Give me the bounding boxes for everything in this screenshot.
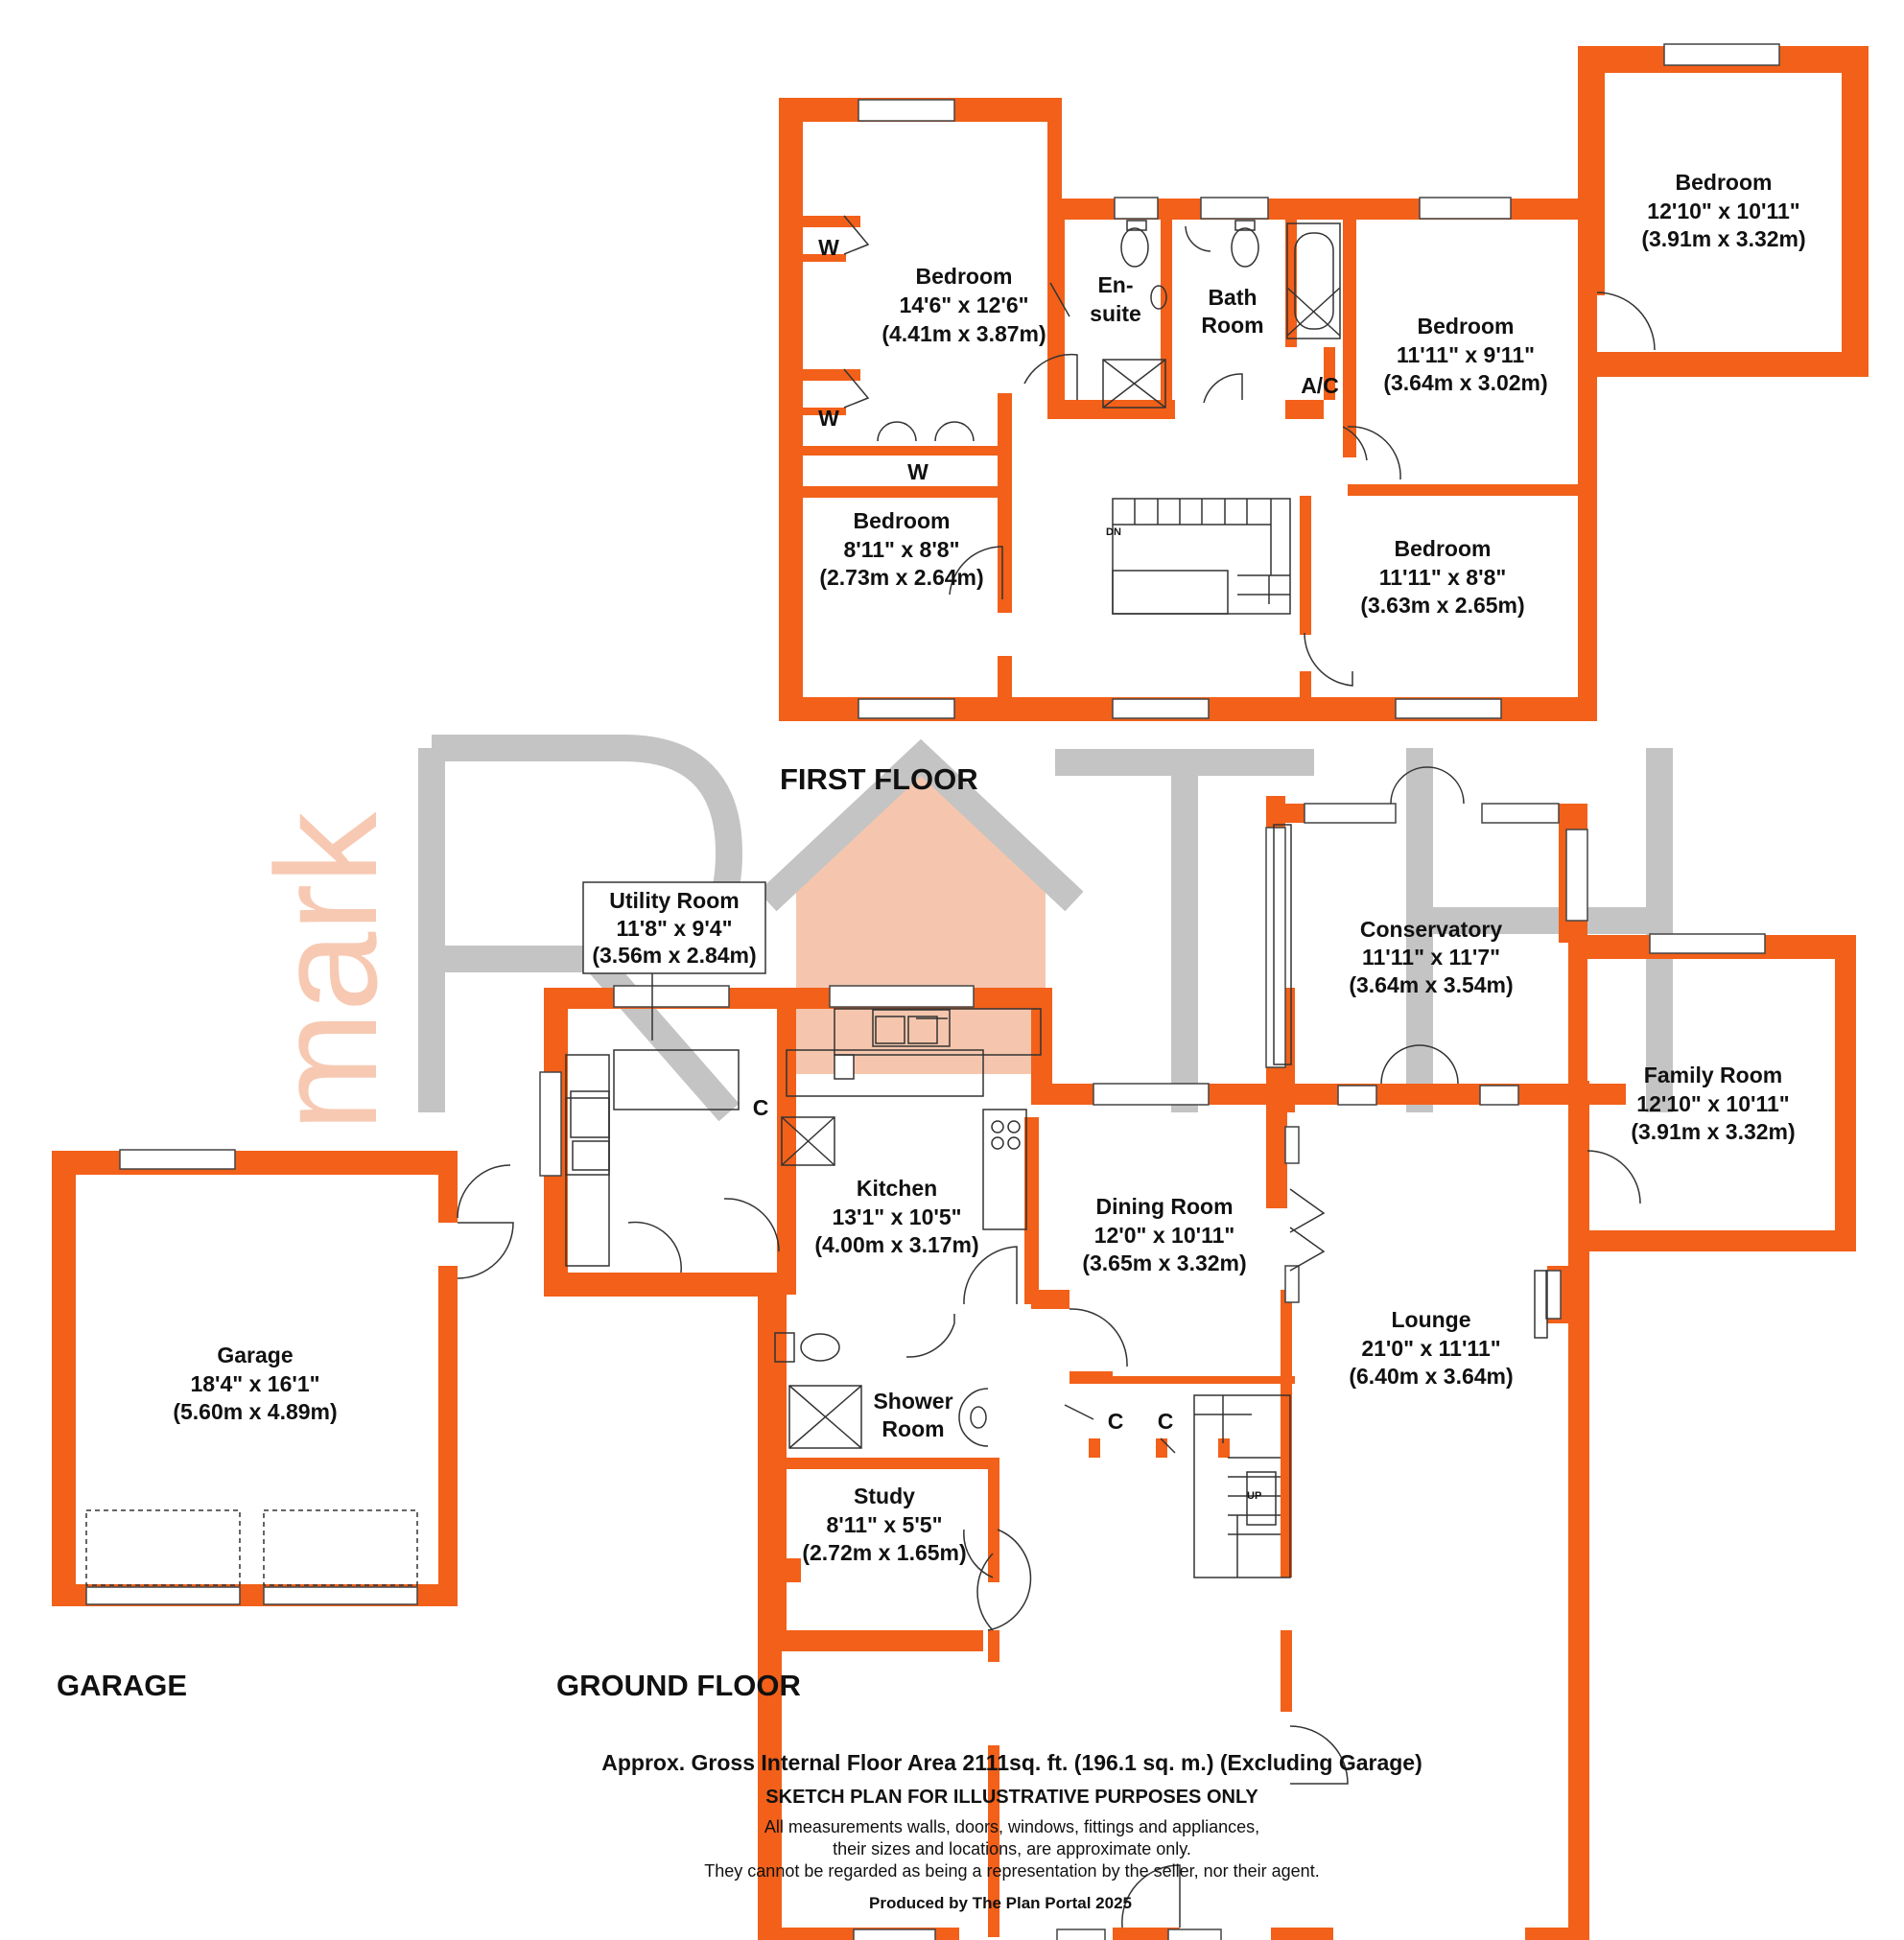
- room-dining: Dining Room 12'0" x 10'11" (3.65m x 3.32…: [1082, 1194, 1246, 1275]
- room-metric: (3.91m x 3.32m): [1641, 226, 1805, 251]
- room-imperial: 8'11" x 8'8": [843, 537, 959, 562]
- room-utility: Utility Room 11'8" x 9'4" (3.56m x 2.84m…: [592, 888, 756, 968]
- room-name: Lounge: [1391, 1307, 1470, 1332]
- room-metric: (2.73m x 2.64m): [819, 565, 983, 590]
- ground-floor-heading: GROUND FLOOR: [556, 1669, 801, 1702]
- room-name: Bedroom: [916, 264, 1013, 289]
- room-metric: (3.64m x 3.54m): [1349, 972, 1513, 997]
- room-imperial: 12'0" x 10'11": [1094, 1223, 1235, 1248]
- room-imperial: 11'11" x 9'11": [1397, 342, 1535, 367]
- room-name: Bedroom: [1676, 170, 1773, 195]
- room-conservatory: Conservatory 11'11" x 11'7" (3.64m x 3.5…: [1349, 917, 1513, 997]
- first-floor-fixtures: [1102, 220, 1341, 615]
- airing-cupboard-label: A/C: [1301, 373, 1339, 398]
- wardrobe-label: W: [818, 406, 839, 431]
- disclaimer-line: All measurements walls, doors, windows, …: [764, 1817, 1259, 1836]
- room-metric: (4.41m x 3.87m): [881, 321, 1046, 346]
- room-name: En-: [1097, 272, 1133, 297]
- room-bedroom-1: Bedroom 14'6" x 12'6" (4.41m x 3.87m): [881, 264, 1046, 346]
- room-name: Bedroom: [1418, 314, 1515, 339]
- room-imperial: 21'0" x 11'11": [1361, 1336, 1500, 1361]
- room-imperial: 11'8" x 9'4": [616, 916, 732, 941]
- watermark-letter-h: [1406, 748, 1673, 1112]
- room-bedroom-3: Bedroom 12'10" x 10'11" (3.91m x 3.32m): [1641, 170, 1805, 251]
- room-bedroom-2: Bedroom 11'11" x 9'11" (3.64m x 3.02m): [1383, 314, 1547, 395]
- room-metric: (3.91m x 3.32m): [1631, 1119, 1795, 1144]
- disclaimer-line: They cannot be regarded as being a repre…: [704, 1861, 1319, 1881]
- ground-floor-fixtures: [85, 824, 1548, 1586]
- room-kitchen: Kitchen 13'1" x 10'5" (4.00m x 3.17m): [814, 1176, 978, 1257]
- sketch-disclaimer: SKETCH PLAN FOR ILLUSTRATIVE PURPOSES ON…: [765, 1787, 1258, 1808]
- first-floor-windows: [858, 43, 1780, 719]
- room-ensuite: En- suite: [1090, 272, 1141, 326]
- room-imperial: 8'11" x 5'5": [826, 1512, 942, 1537]
- first-floor-heading: FIRST FLOOR: [780, 762, 978, 796]
- room-name: Utility Room: [609, 888, 739, 913]
- room-metric: (5.60m x 4.89m): [173, 1399, 337, 1424]
- room-name: Room: [1201, 313, 1263, 338]
- room-imperial: 18'4" x 16'1": [190, 1371, 319, 1396]
- watermark-roof: [758, 738, 1084, 912]
- room-bedroom-5: Bedroom 11'11" x 8'8" (3.63m x 2.65m): [1360, 536, 1524, 618]
- room-name: Dining Room: [1095, 1194, 1233, 1219]
- wardrobe-label: W: [818, 235, 839, 260]
- room-metric: (6.40m x 3.64m): [1349, 1364, 1513, 1389]
- room-shower: Shower Room: [873, 1389, 952, 1441]
- watermark-house: [796, 748, 1046, 1074]
- watermark-letter-t: [1055, 749, 1314, 1112]
- watermark-mark: mark: [246, 811, 407, 1132]
- room-name: Shower: [873, 1389, 952, 1414]
- room-metric: (3.65m x 3.32m): [1082, 1250, 1246, 1275]
- room-name: Study: [854, 1484, 915, 1508]
- room-imperial: 14'6" x 12'6": [899, 292, 1028, 317]
- room-name: Room: [881, 1416, 944, 1441]
- room-name: Garage: [217, 1343, 293, 1367]
- room-name: Conservatory: [1360, 917, 1502, 942]
- room-name: Bedroom: [854, 508, 951, 533]
- room-bedroom-4: Bedroom 8'11" x 8'8" (2.73m x 2.64m): [819, 508, 983, 590]
- first-floor-doors: [843, 215, 1656, 687]
- room-lounge: Lounge 21'0" x 11'11" (6.40m x 3.64m): [1349, 1307, 1513, 1389]
- room-imperial: 11'11" x 11'7": [1362, 945, 1500, 970]
- stairs-down-label: DN: [1106, 526, 1121, 538]
- cupboard-label: C: [1158, 1409, 1174, 1434]
- room-imperial: 11'11" x 8'8": [1379, 565, 1507, 590]
- room-imperial: 12'10" x 10'11": [1647, 199, 1799, 223]
- ground-floor-windows: [85, 803, 1766, 1940]
- room-name: Bedroom: [1395, 536, 1492, 561]
- producer-credit: Produced by The Plan Portal 2025: [869, 1894, 1132, 1912]
- cupboard-label: C: [1108, 1409, 1124, 1434]
- room-name: Family Room: [1644, 1063, 1782, 1087]
- room-imperial: 13'1" x 10'5": [832, 1204, 961, 1229]
- watermark: mark: [246, 735, 1673, 1132]
- garage-heading: GARAGE: [57, 1669, 187, 1702]
- ground-floor-doors: [457, 766, 1641, 1928]
- stairs-up-label: UP: [1247, 1490, 1261, 1502]
- room-metric: (4.00m x 3.17m): [814, 1232, 978, 1257]
- room-bathroom: Bath Room: [1201, 285, 1263, 338]
- room-name: Bath: [1208, 285, 1257, 310]
- room-imperial: 12'10" x 10'11": [1636, 1091, 1789, 1116]
- room-metric: (3.56m x 2.84m): [592, 943, 756, 968]
- room-metric: (3.63m x 2.65m): [1360, 593, 1524, 618]
- wardrobe-label: W: [907, 459, 928, 484]
- room-study: Study 8'11" x 5'5" (2.72m x 1.65m): [802, 1484, 966, 1565]
- room-family: Family Room 12'10" x 10'11" (3.91m x 3.3…: [1631, 1063, 1795, 1144]
- cupboard-label: C: [753, 1095, 769, 1120]
- room-name: suite: [1090, 301, 1141, 326]
- floor-area-text: Approx. Gross Internal Floor Area 2111sq…: [601, 1750, 1422, 1775]
- room-metric: (2.72m x 1.65m): [802, 1540, 966, 1565]
- utility-label-box: [582, 881, 766, 974]
- room-name: Kitchen: [857, 1176, 937, 1201]
- room-garage: Garage 18'4" x 16'1" (5.60m x 4.89m): [173, 1343, 337, 1424]
- disclaimer-line: their sizes and locations, are approxima…: [833, 1839, 1191, 1858]
- room-metric: (3.64m x 3.02m): [1383, 370, 1547, 395]
